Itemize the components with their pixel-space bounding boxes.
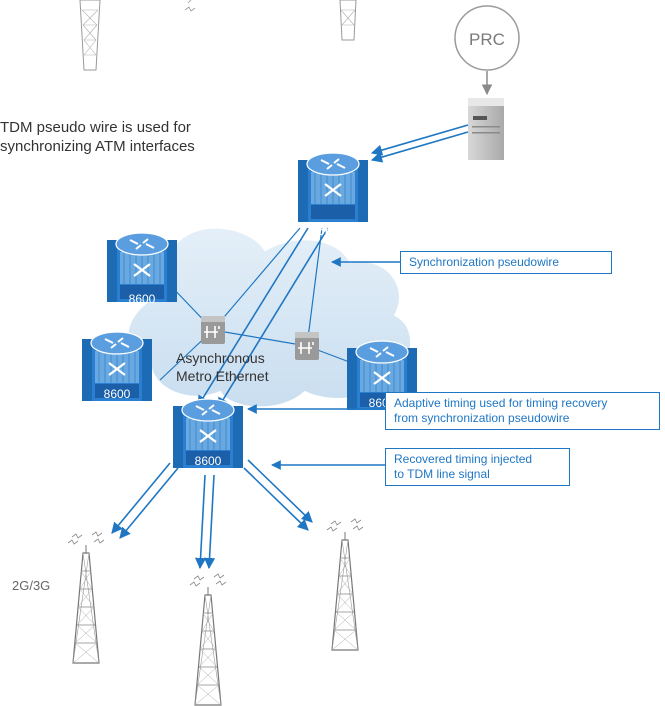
router-label: 8600 [129,292,156,306]
radio-waves-icon [184,0,196,12]
radio-waves-icon [326,518,364,532]
tower-icon [79,0,101,71]
router-icon [296,151,370,224]
tower-label: 2G/3G [12,578,50,593]
tower-icon [331,531,359,651]
annotation-text: TDM pseudo wire is used for synchronizin… [0,118,195,156]
router-label: 8600 [104,387,131,401]
annotation-line2: synchronizing ATM interfaces [0,138,195,155]
ethernet-switch-icon [200,315,226,345]
ethernet-switch-icon [294,331,320,361]
timing-server-icon [468,98,504,160]
callout-adaptive-timing: Adaptive timing used for timing recovery… [385,392,660,430]
callout-adaptive-line2: from synchronization pseudowire [394,411,570,425]
tower-icon [194,586,222,706]
tower-icon [72,544,100,664]
prc-clock-node [454,5,520,71]
sync-link-arrow [370,124,469,163]
pseudowire-arrows [197,227,329,409]
prc-label: PRC [469,30,505,49]
router-label: 8600 [195,454,222,468]
tdm-downlink-arrows [111,459,313,570]
callout-sync-pseudowire: Synchronization pseudowire [400,251,612,274]
cloud-label-line1: Asynchronous [176,350,265,366]
callout-recovered-line1: Recovered timing injected [394,452,533,466]
callout-recovered-timing: Recovered timing injected to TDM line si… [385,448,570,486]
metro-ethernet-cloud [126,226,412,409]
radio-waves-icon [189,573,227,587]
router-label: 8600 [316,222,349,239]
radio-waves-icon [67,531,105,545]
annotation-line1: TDM pseudo wire is used for [0,119,191,136]
cloud-label-line2: Metro Ethernet [176,368,269,384]
callout-adaptive-line1: Adaptive timing used for timing recovery [394,396,608,410]
callout-pointer-arrows [247,257,400,470]
tower-icon [339,0,357,41]
callout-sync-pseudowire-text: Synchronization pseudowire [409,255,560,269]
callout-recovered-line2: to TDM line signal [394,467,490,481]
